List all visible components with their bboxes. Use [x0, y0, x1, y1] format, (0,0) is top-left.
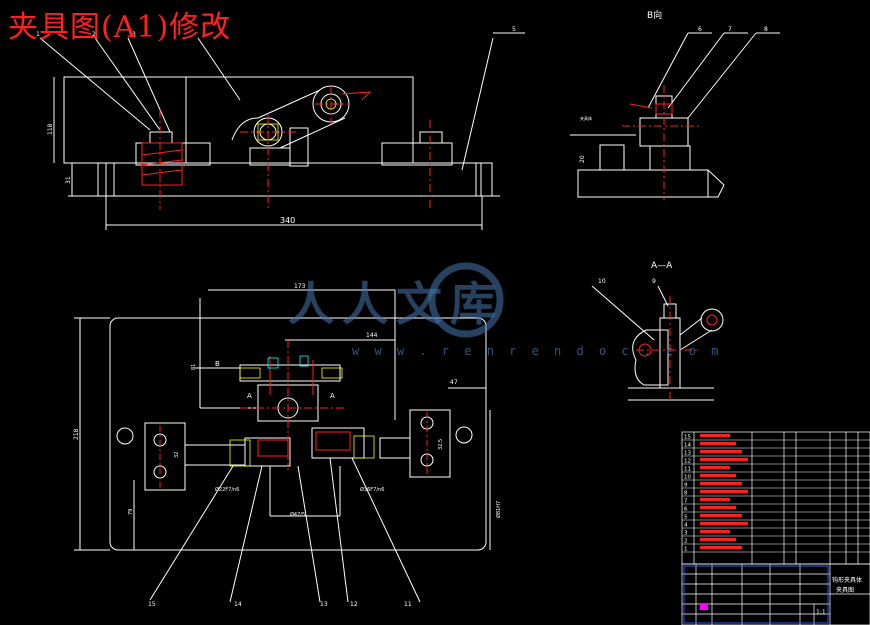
part-8: 8 [764, 26, 768, 33]
bom-row-marker [700, 450, 742, 453]
bom-row-marker [700, 546, 742, 549]
labels: B向 A—A B A A 340 118 31 173 144 218 47 8… [36, 9, 862, 616]
bom-row-marker [700, 490, 748, 493]
part-11: 11 [404, 601, 412, 608]
bom-row-number: 10 [684, 475, 691, 481]
dim-173: 173 [294, 283, 306, 290]
bom-row-marker [700, 442, 736, 445]
dim-340: 340 [280, 216, 295, 225]
tb-name: 钩形夹具体 [832, 576, 862, 584]
bom-table [681, 431, 870, 565]
part-3: 3 [132, 31, 136, 38]
part-10: 10 [598, 278, 606, 285]
bom-row-marker [700, 530, 730, 533]
b-view-label: B向 [647, 9, 662, 21]
tb-drawing: 夹具图 [836, 586, 854, 594]
fit-47: Ø47/5 [290, 511, 305, 518]
part-13: 13 [320, 601, 328, 608]
bom-row-marker [700, 482, 742, 485]
b-mark: B [215, 360, 220, 368]
title-block-magenta [700, 604, 708, 610]
bom-row-marker [700, 522, 748, 525]
bom-row-marker [700, 498, 730, 501]
bom-row-number: 14 [684, 443, 691, 449]
front-hatch [141, 86, 431, 210]
dim-118: 118 [47, 123, 54, 135]
bom-row-marker [700, 434, 730, 437]
dim-32-5: 32.5 [438, 439, 444, 450]
front-yellow [257, 98, 337, 141]
fit-81: Ø81H7 [495, 501, 502, 518]
dim-20: 20 [579, 155, 586, 163]
dim-31: 31 [65, 176, 72, 184]
watermark-logo [290, 262, 570, 352]
page-title: 夹具图(A1)修改 [8, 10, 232, 45]
bom-row-number: 3 [684, 531, 688, 537]
plan-red [159, 340, 428, 490]
bom-rows: 15 14 13 12 11 10 9 8 7 6 5 4 3 2 1 [682, 434, 870, 553]
bom-row-number: 8 [684, 491, 688, 497]
dim-32: 32 [174, 452, 180, 458]
plan-yellow [229, 367, 375, 467]
base-plate [105, 162, 482, 197]
bom-row-number: 5 [684, 515, 688, 521]
part-5: 5 [512, 26, 516, 33]
part-12: 12 [350, 601, 358, 608]
section-aa-red [636, 296, 718, 400]
b-view-note: 夹具体 [580, 115, 592, 121]
bom-row-number: 13 [684, 451, 691, 457]
plan-cyan [267, 355, 309, 369]
tb-scale: 1:1 [816, 609, 826, 616]
bom-row-number: 9 [684, 483, 688, 489]
part-6: 6 [698, 26, 702, 33]
a-mark-left: A [247, 392, 252, 400]
bom-row-marker [700, 474, 736, 477]
fit-36: Ø36F7/n6 [360, 486, 384, 493]
part-15: 15 [148, 601, 156, 608]
dim-79: 79 [128, 509, 134, 515]
part-14: 14 [234, 601, 242, 608]
dim-plan-81: 81 [191, 364, 197, 370]
dim-144: 144 [366, 332, 378, 339]
part-2: 2 [92, 31, 96, 38]
bom-row-number: 15 [684, 435, 691, 441]
b-view [570, 32, 780, 198]
bom-row-number: 6 [684, 507, 688, 513]
fit-22: Ø22F7/n6 [215, 486, 239, 493]
part-1: 1 [36, 31, 40, 38]
bom-row-number: 2 [684, 539, 688, 545]
plan-view [74, 289, 491, 603]
watermark-url: w w w . r e n r e n d o c . c o m [352, 344, 723, 358]
watermark-text: 人人文库 [288, 277, 504, 331]
bom-row-number: 12 [684, 459, 691, 465]
bom-row-marker [700, 538, 736, 541]
a-mark-right: A [330, 392, 335, 400]
bom-row-number: 1 [684, 547, 688, 553]
bom-row-number: 11 [684, 467, 691, 473]
dim-47: 47 [450, 379, 458, 386]
title-block [681, 563, 870, 625]
bom-row-marker [700, 458, 748, 461]
section-aa [591, 285, 724, 401]
part-9: 9 [652, 278, 656, 285]
bom-row-number: 7 [684, 499, 688, 505]
section-aa-label: A—A [651, 261, 673, 271]
part-7: 7 [728, 26, 732, 33]
bom-row-marker [700, 514, 742, 517]
bom-row-number: 4 [684, 523, 688, 529]
bom-row-marker [700, 466, 730, 469]
front-view [39, 32, 525, 230]
b-view-red [622, 85, 700, 200]
bom-row-marker [700, 506, 736, 509]
title-block-blue [683, 565, 829, 624]
dim-218: 218 [73, 428, 80, 440]
